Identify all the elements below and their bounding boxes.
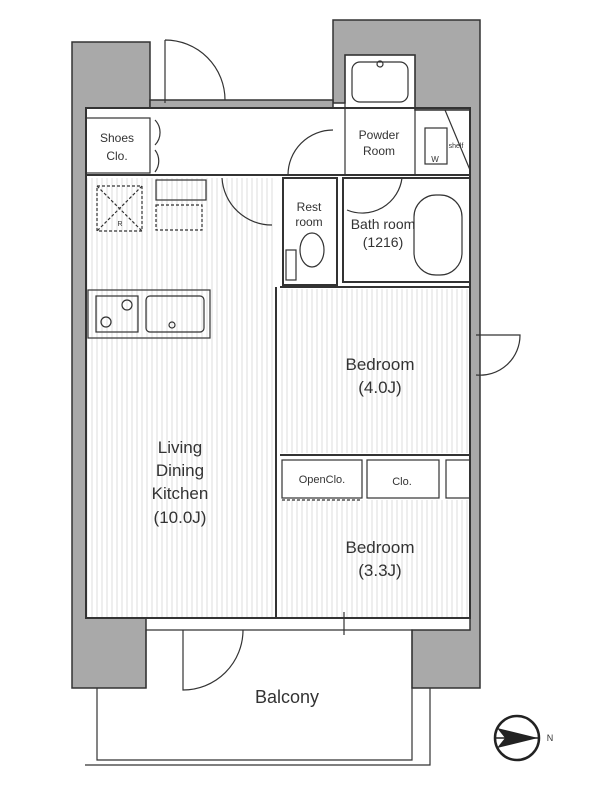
north-compass-icon: N — [493, 714, 554, 762]
washer-label: W — [431, 155, 439, 164]
north-label: N — [547, 733, 554, 743]
bath-room-label: Bath room(1216) — [351, 216, 416, 250]
interior-walls — [85, 54, 471, 619]
bedroom-2-label: Bedroom(3.3J) — [346, 538, 415, 580]
balcony-outline — [85, 612, 431, 766]
clo-label: Clo. — [392, 476, 412, 488]
doors — [154, 39, 521, 691]
shelf-label: shelf — [449, 143, 464, 150]
floor-hatching — [86, 178, 470, 618]
fridge-label: R — [117, 221, 122, 228]
balcony-label: Balcony — [255, 687, 319, 707]
bedroom-1-label: Bedroom(4.0J) — [346, 355, 415, 397]
open-clo-label: OpenClo. — [299, 474, 345, 486]
